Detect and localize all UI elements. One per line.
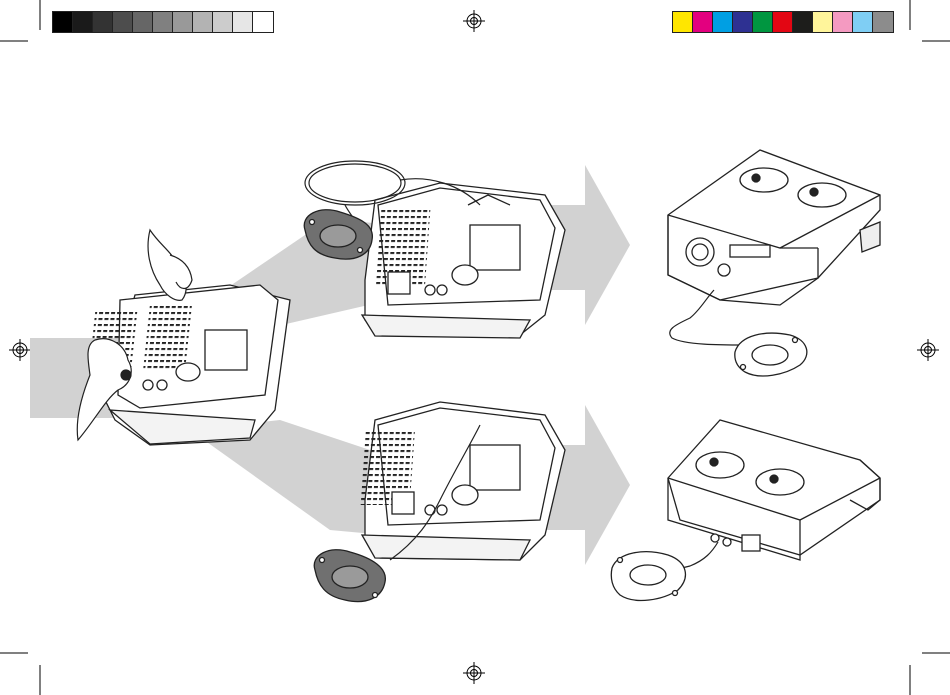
registration-crosshair-icon bbox=[463, 10, 485, 32]
device-underside-upper bbox=[362, 183, 565, 338]
device-underside-lower bbox=[360, 402, 565, 560]
device-back-result bbox=[668, 420, 880, 560]
footswitch-pad-back bbox=[611, 552, 685, 601]
registration-crosshair-icon bbox=[463, 662, 485, 684]
device-front-result bbox=[668, 150, 880, 305]
registration-crosshair-icon bbox=[917, 339, 939, 361]
footswitch-pad-front bbox=[735, 333, 807, 376]
footswitch-cable-front bbox=[670, 290, 745, 345]
registration-crosshair-icon bbox=[9, 339, 31, 361]
